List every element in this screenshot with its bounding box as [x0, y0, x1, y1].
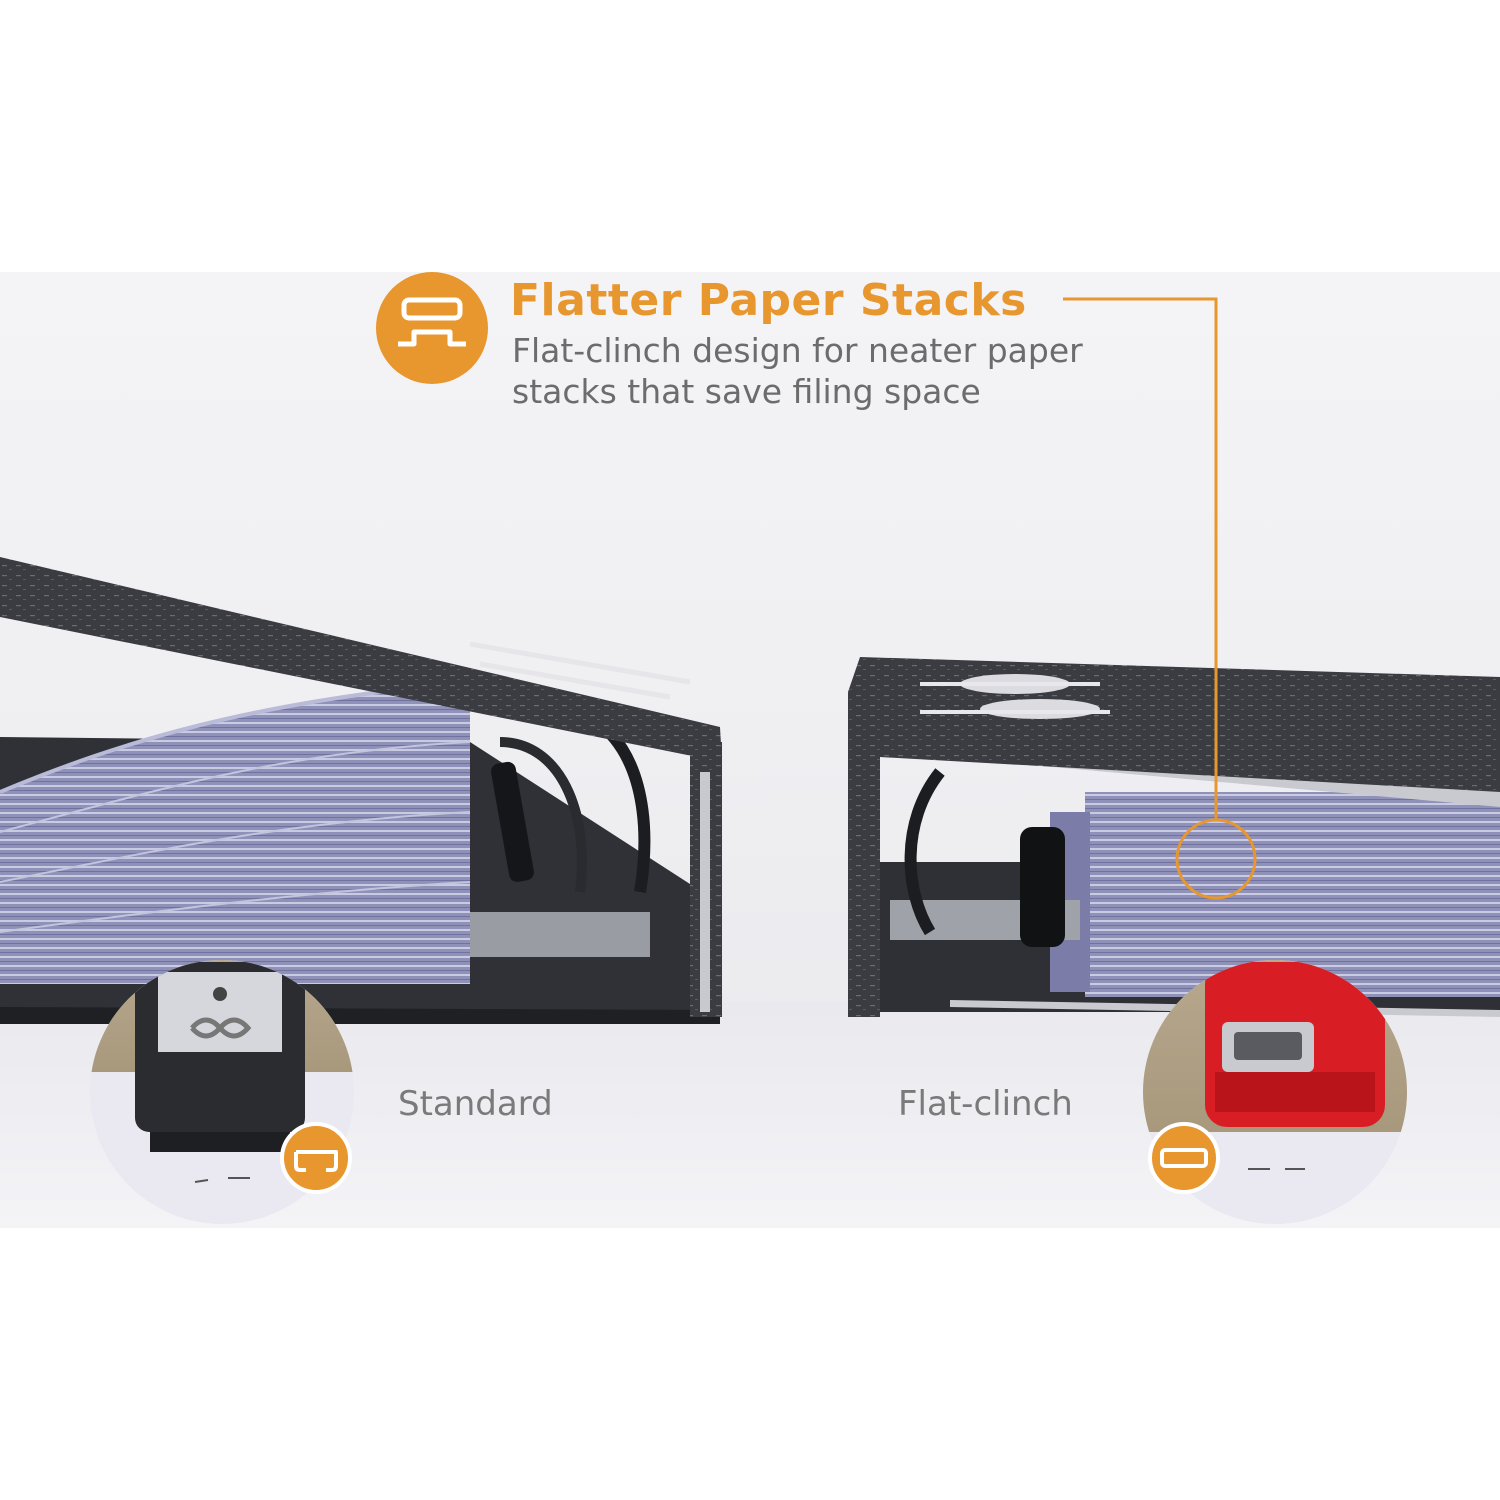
standard-stapler-inset	[90, 960, 354, 1224]
flat-clinch-binder	[848, 657, 1500, 1017]
flat-clinch-label: Flat-clinch	[898, 1084, 1073, 1124]
flat-clinch-staple-icon	[376, 272, 488, 384]
flat-clinch-stapler-inset	[1143, 960, 1407, 1224]
feature-description: Flat-clinch design for neater paper stac…	[512, 331, 1083, 411]
standard-binder	[0, 557, 722, 1024]
product-photo	[0, 272, 1500, 1228]
feature-title: Flatter Paper Stacks	[510, 275, 1027, 326]
standard-label: Standard	[398, 1084, 553, 1124]
callout-leader	[1063, 297, 1257, 900]
flat-staple-icon	[1148, 1122, 1220, 1194]
standard-staple-icon	[280, 1122, 352, 1194]
binders-illustration	[0, 297, 1500, 1228]
